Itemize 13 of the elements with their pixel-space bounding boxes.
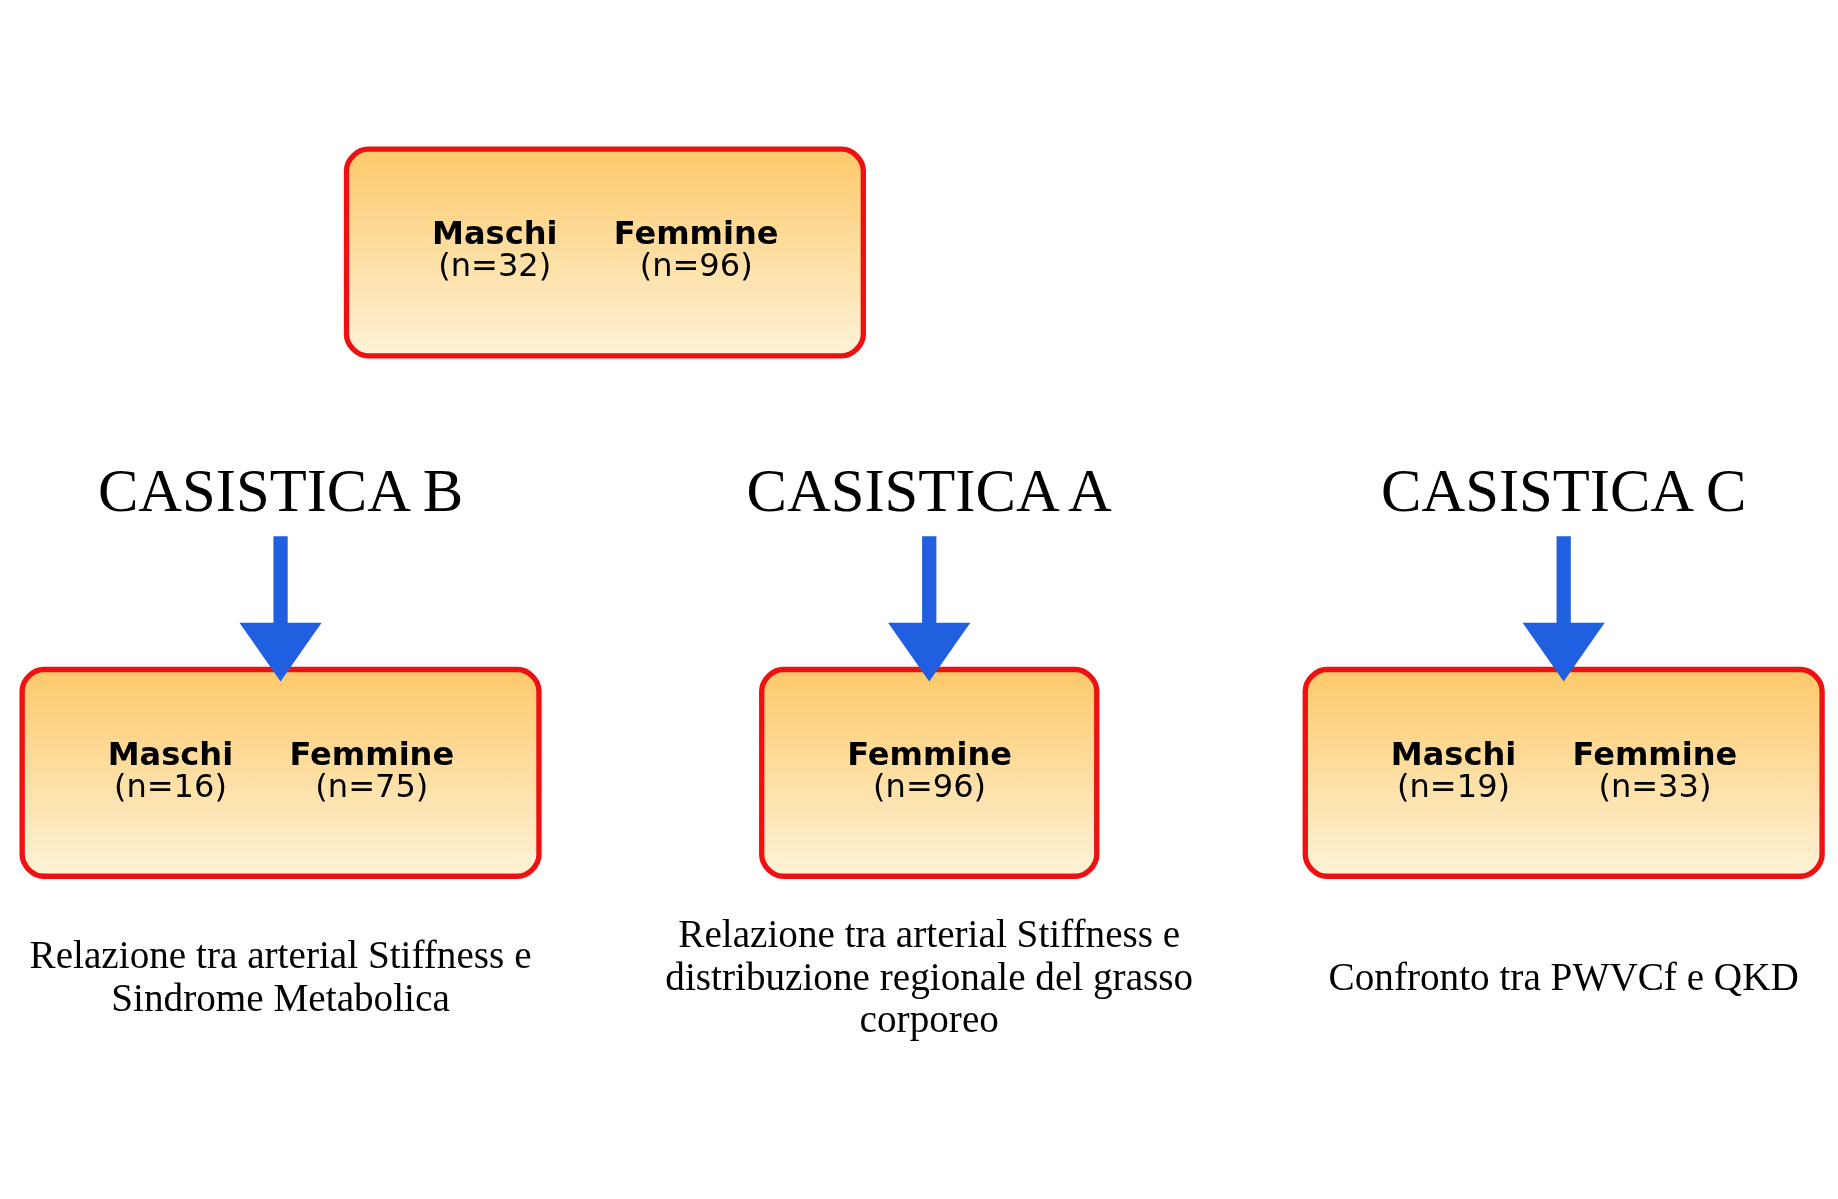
- node-box: Maschi (n=32) Femmine (n=96): [343, 145, 866, 359]
- node-label: Relazione tra arterial Stiffness e Sindrome Metabolica: [29, 932, 532, 1019]
- node-box: Femmine (n=96): [759, 666, 1100, 879]
- node-box: Maschi (n=19) Femmine (n=33): [1302, 666, 1825, 879]
- node-text: CASISTICA A: [746, 456, 1112, 524]
- arrow: [888, 535, 971, 681]
- node-box: Maschi (n=16) Femmine (n=75): [19, 666, 542, 879]
- node-text: CASISTICA B: [97, 456, 464, 524]
- node-label: Confronto tra PWVCf e QKD: [1328, 954, 1799, 998]
- node-label: Relazione tra arterial Stiffness e distribuzione regionale del grasso corporeo: [665, 911, 1194, 1040]
- arrow: [239, 535, 322, 681]
- arrow: [1522, 535, 1605, 681]
- node-text: CASISTICA C: [1381, 456, 1747, 524]
